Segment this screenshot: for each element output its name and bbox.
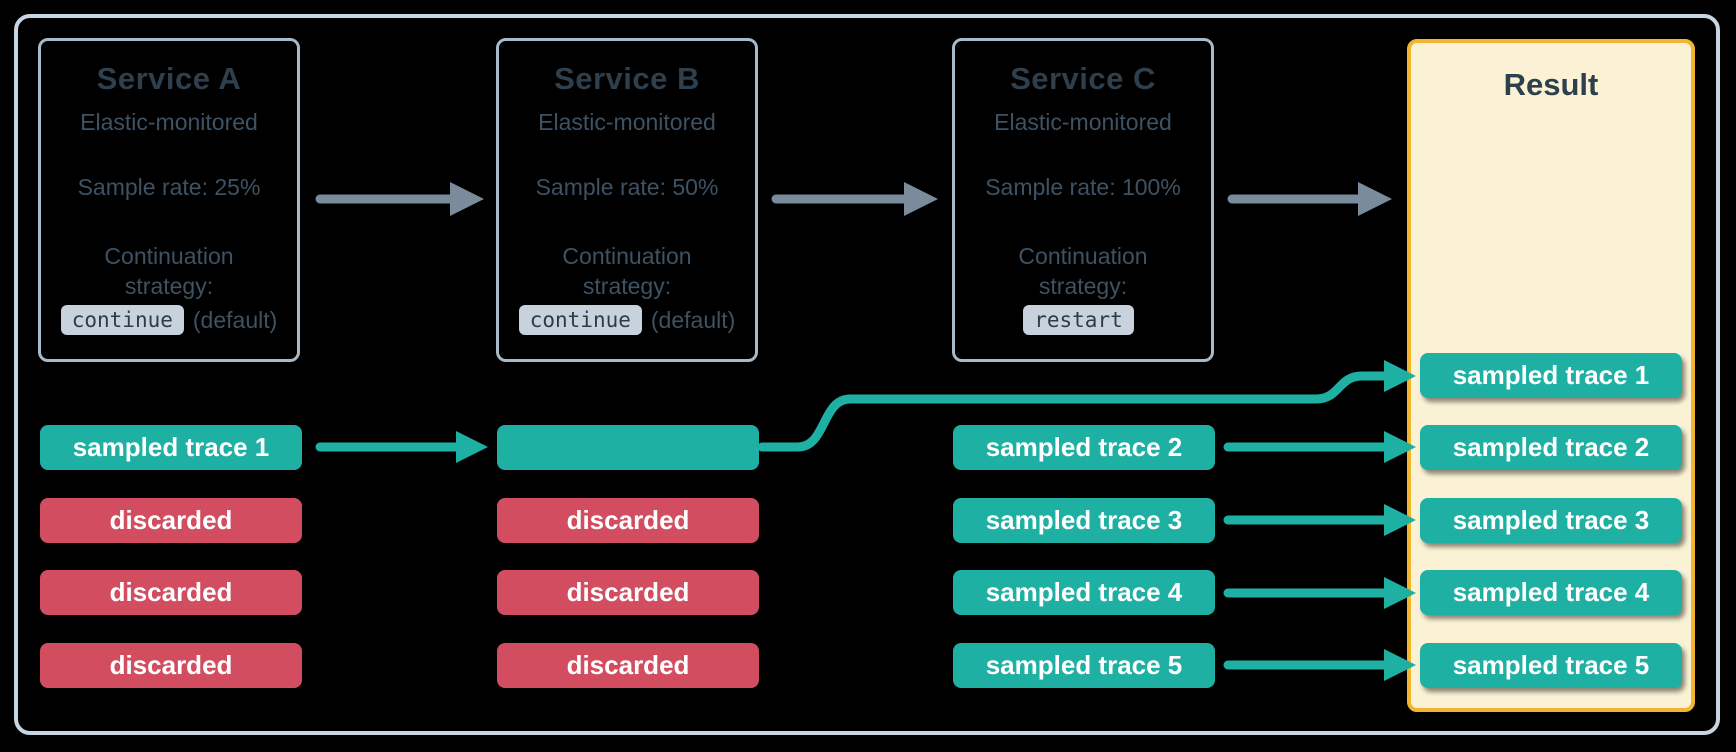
result-pill-sampled-trace-3: sampled trace 3 [1420, 498, 1682, 543]
service-c-strategy-row: restart [1023, 305, 1143, 335]
continuation-word: Continuation [562, 243, 692, 269]
service-b-monitored-label: Elastic-monitored [538, 109, 716, 135]
service-a-continuation-label: Continuation strategy: [104, 241, 233, 301]
strategy-word: strategy: [1038, 273, 1128, 299]
result-pill-sampled-trace-4: sampled trace 4 [1420, 570, 1682, 615]
service-b-sample-rate: Sample rate: 50% [535, 174, 719, 200]
continuation-word: Continuation [1018, 243, 1148, 269]
service-c-continuation-label: Continuation strategy: [1018, 241, 1147, 301]
service-b-pill-discarded-3: discarded [497, 643, 759, 688]
service-a-strategy-row: continue (default) [60, 305, 278, 335]
service-c-pill-sampled-trace-3: sampled trace 3 [953, 498, 1215, 543]
service-b-pill-sampled-trace-unlabeled [497, 425, 759, 470]
service-b-continuation-label: Continuation strategy: [562, 241, 691, 301]
service-a-strategy-default-label: (default) [192, 306, 278, 333]
service-a-box: Service A Elastic-monitored Sample rate:… [38, 38, 300, 362]
service-b-strategy-chip: continue [518, 305, 642, 335]
result-pill-sampled-trace-1: sampled trace 1 [1420, 353, 1682, 398]
result-title: Result [1503, 67, 1599, 102]
service-a-pill-discarded-1: discarded [40, 498, 302, 543]
service-c-monitored-label: Elastic-monitored [994, 109, 1172, 135]
strategy-word: strategy: [582, 273, 672, 299]
service-a-pill-discarded-2: discarded [40, 570, 302, 615]
service-b-strategy-default-label: (default) [650, 306, 736, 333]
result-pill-sampled-trace-5: sampled trace 5 [1420, 643, 1682, 688]
service-c-title: Service C [1010, 61, 1156, 96]
diagram-outer-frame [14, 14, 1720, 735]
service-b-pill-discarded-2: discarded [497, 570, 759, 615]
service-b-strategy-row: continue (default) [518, 305, 736, 335]
service-a-title: Service A [96, 61, 242, 96]
service-c-pill-sampled-trace-4: sampled trace 4 [953, 570, 1215, 615]
strategy-word: strategy: [124, 273, 214, 299]
service-a-monitored-label: Elastic-monitored [80, 109, 258, 135]
result-pill-sampled-trace-2: sampled trace 2 [1420, 425, 1682, 470]
service-a-pill-discarded-3: discarded [40, 643, 302, 688]
result-box: Result sampled trace 1 sampled trace 2 s… [1407, 39, 1695, 712]
service-c-sample-rate: Sample rate: 100% [985, 174, 1181, 200]
service-b-box: Service B Elastic-monitored Sample rate:… [496, 38, 758, 362]
service-a-pill-sampled-trace-1: sampled trace 1 [40, 425, 302, 470]
service-c-strategy-chip: restart [1023, 305, 1134, 335]
service-b-pill-discarded-1: discarded [497, 498, 759, 543]
continuation-word: Continuation [104, 243, 234, 269]
service-c-pill-sampled-trace-2: sampled trace 2 [953, 425, 1215, 470]
service-a-sample-rate: Sample rate: 25% [77, 174, 261, 200]
service-c-pill-sampled-trace-5: sampled trace 5 [953, 643, 1215, 688]
service-b-title: Service B [554, 61, 700, 96]
service-a-strategy-chip: continue [60, 305, 184, 335]
service-c-box: Service C Elastic-monitored Sample rate:… [952, 38, 1214, 362]
